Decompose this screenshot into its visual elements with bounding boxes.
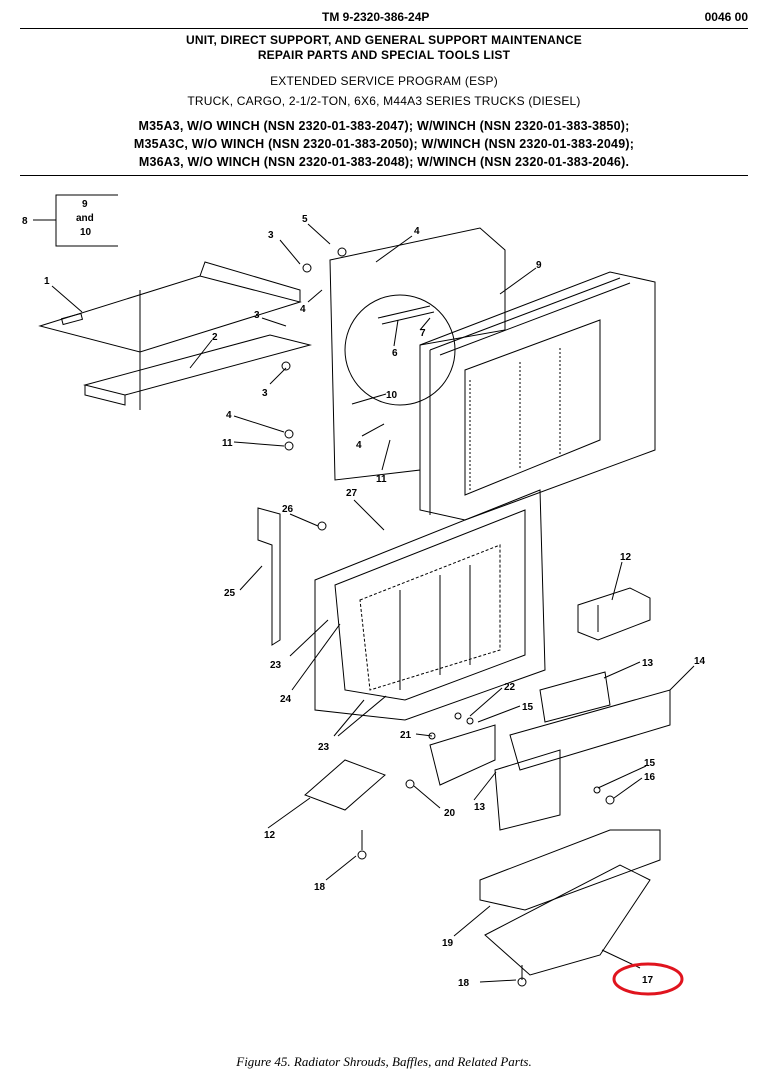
figure-caption: Figure 45. Radiator Shrouds, Baffles, an…: [236, 1054, 532, 1069]
callout-23a: 23: [270, 660, 282, 671]
callout-23b: 23: [318, 742, 330, 753]
callout-5: 5: [302, 214, 308, 225]
program-line-1: EXTENDED SERVICE PROGRAM (ESP): [270, 74, 498, 88]
work-package-number: 0046 00: [704, 10, 748, 24]
part-12-bracket-lower: [304, 759, 386, 811]
callout-10: 10: [386, 390, 398, 401]
highlight-circle-17: [612, 962, 684, 996]
callout-4b: 4: [300, 304, 306, 315]
callout-12a: 12: [620, 552, 632, 563]
bracket-bottom-label: 10: [80, 227, 92, 238]
callout-15b: 15: [644, 758, 656, 769]
callout-3b: 3: [254, 310, 260, 321]
bracket-left-label: 8: [22, 216, 28, 227]
callout-17: 17: [642, 975, 654, 986]
callout-1: 1: [44, 276, 50, 287]
callout-4d: 4: [356, 440, 362, 451]
radiator: [419, 271, 656, 521]
part-1-baffle: [38, 261, 302, 353]
callout-25: 25: [224, 588, 236, 599]
callout-27: 27: [346, 488, 358, 499]
callout-26: 26: [282, 504, 294, 515]
leader-lines: [51, 223, 695, 983]
callout-18b: 18: [458, 978, 470, 989]
callout-3c: 3: [262, 388, 268, 399]
callout-4a: 4: [414, 226, 420, 237]
callout-14: 14: [694, 656, 706, 667]
model-line-3: M36A3, W/O WINCH (NSN 2320-01-383-2048);…: [138, 155, 630, 169]
callout-15a: 15: [522, 702, 534, 713]
bracket-top-label: 9: [82, 199, 88, 210]
callout-6: 6: [392, 348, 398, 359]
part-13-14-plates: [429, 671, 671, 831]
callout-12b: 12: [264, 830, 276, 841]
callout-22: 22: [504, 682, 516, 693]
exploded-parts-diagram: 8 9 and 10: [0, 180, 768, 1040]
callout-3a: 3: [268, 230, 274, 241]
callout-16: 16: [644, 772, 656, 783]
grille-assembly: [314, 489, 546, 721]
callout-4c: 4: [226, 410, 232, 421]
program-line-2: TRUCK, CARGO, 2-1/2-TON, 6X6, M44A3 SERI…: [187, 94, 581, 108]
callout-18a: 18: [314, 882, 326, 893]
part-19-plate: [479, 829, 661, 911]
title-line-1: UNIT, DIRECT SUPPORT, AND GENERAL SUPPOR…: [186, 33, 582, 47]
callout-bracket-8: 8 9 and 10: [22, 194, 118, 247]
callout-13b: 13: [474, 802, 486, 813]
tm-number: TM 9-2320-386-24P: [322, 10, 430, 24]
callout-9: 9: [536, 260, 542, 271]
page-header: TM 9-2320-386-24P 0046 00: [0, 8, 768, 28]
callout-19: 19: [442, 938, 454, 949]
callout-7: 7: [420, 328, 426, 339]
part-17-skid: [484, 864, 651, 976]
callout-20: 20: [444, 808, 456, 819]
callout-2: 2: [212, 332, 218, 343]
callout-11b: 11: [376, 474, 387, 485]
header-rule-bottom: [20, 175, 748, 176]
callout-13a: 13: [642, 658, 654, 669]
callout-21: 21: [400, 730, 412, 741]
callout-11a: 11: [222, 438, 233, 449]
model-line-1: M35A3, W/O WINCH (NSN 2320-01-383-2047);…: [138, 119, 630, 133]
part-12-bracket-right: [577, 587, 651, 641]
part-2-baffle: [83, 290, 312, 410]
title-line-2: REPAIR PARTS AND SPECIAL TOOLS LIST: [257, 48, 511, 62]
part-25-side-plate: [257, 507, 281, 646]
header-rule-top: [20, 28, 748, 29]
bracket-mid-label: and: [76, 213, 94, 224]
model-line-2: M35A3C, W/O WINCH (NSN 2320-01-383-2050)…: [133, 137, 635, 151]
bolts: [281, 247, 615, 987]
callout-labels: 1 2 3 3 3 4 4 4 4 5 6 7 9 10 11 11 27 26…: [44, 214, 706, 989]
callout-24: 24: [280, 694, 292, 705]
